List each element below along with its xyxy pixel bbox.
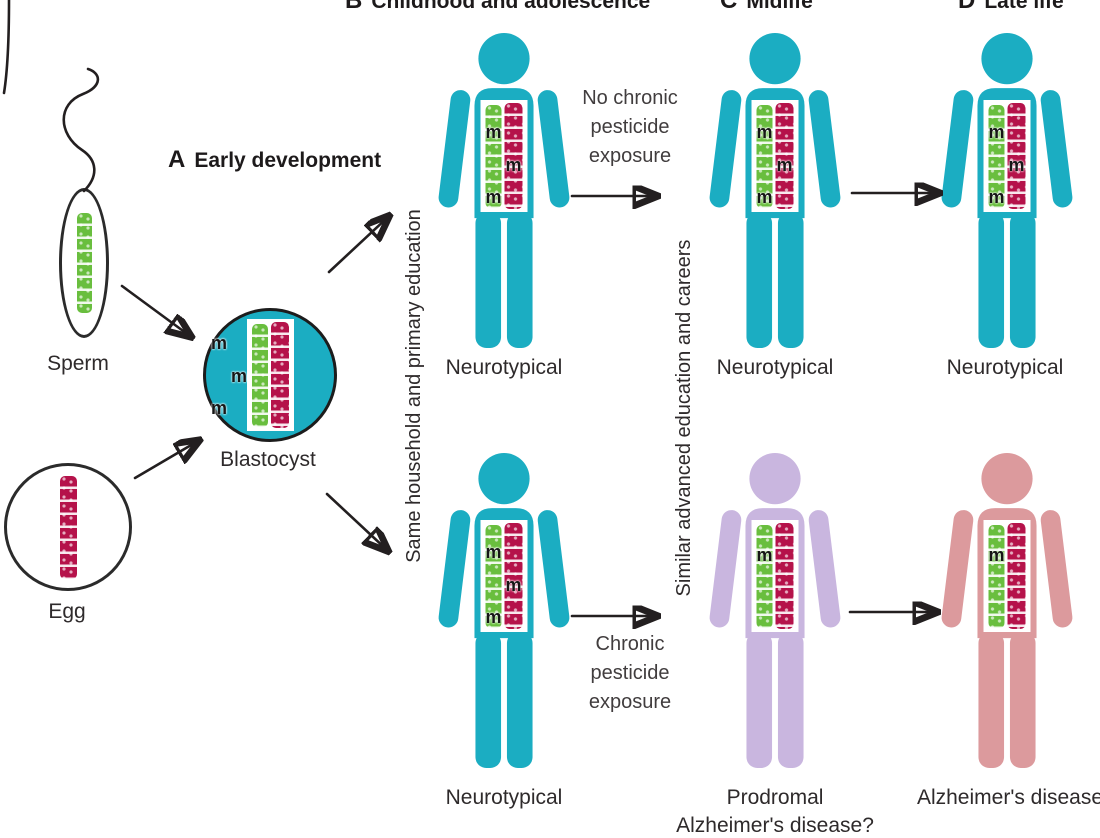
note-line: pesticide (590, 662, 670, 684)
methylation-mark: m (756, 545, 773, 565)
methylation-mark: m (485, 607, 502, 627)
twin2-midlife-figure: m (705, 453, 845, 768)
egg-label: Egg (48, 600, 86, 623)
chromosome-pair: m m m (480, 100, 528, 212)
twin1-latelife-label: Neurotypical (946, 356, 1064, 379)
chromosome-pair: m (751, 520, 799, 632)
panel-c-header: C Midlife (720, 0, 813, 15)
shared-childhood-label: Same household and primary education (403, 209, 425, 563)
panel-b-letter: B (345, 0, 363, 14)
panel-d-header: D Late life (958, 0, 1064, 15)
methylation-mark: m (988, 545, 1005, 565)
panel-a-title: Early development (194, 149, 382, 172)
note-line: Chronic (595, 633, 665, 655)
blastocyst-icon: m m m (203, 308, 337, 442)
paternal-chromatid-icon (988, 104, 1005, 208)
paternal-chromatid-icon (485, 104, 502, 208)
twin1-childhood-label: Neurotypical (445, 356, 563, 379)
panel-b-title: Childhood and adolescence (371, 0, 651, 13)
twin2-midlife-label-line1: Prodromal (726, 786, 824, 809)
paternal-chromatid-icon (76, 213, 92, 313)
twin2-midlife-label-line2: Alzheimer's disease? (676, 814, 874, 837)
methylation-mark: m (776, 155, 793, 175)
methylation-mark: m (756, 122, 773, 142)
paternal-chromatid-icon (485, 524, 502, 628)
methylation-mark: m (988, 122, 1005, 142)
maternal-chromatid-icon (59, 475, 77, 579)
chromosome-pair: m m m (751, 100, 799, 212)
methylation-mark: m (485, 122, 502, 142)
maternal-chromatid-icon (270, 322, 289, 428)
no-pesticide-exposure-note: No chronic pesticide exposure (555, 84, 705, 171)
twin1-midlife-label: Neurotypical (716, 356, 834, 379)
twin2-latelife-label: Alzheimer's disease (916, 786, 1100, 809)
panel-d-letter: D (958, 0, 976, 14)
blastocyst-label: Blastocyst (220, 448, 316, 471)
twin2-latelife-figure: m (937, 453, 1077, 768)
maternal-chromatid-icon (504, 523, 523, 629)
methylation-mark: m (485, 542, 502, 562)
chromosome-pair: m m m (983, 100, 1031, 212)
methylation-mark: m (485, 187, 502, 207)
sperm-label: Sperm (47, 352, 109, 375)
chronic-pesticide-exposure-note: Chronic pesticide exposure (555, 630, 705, 717)
panel-a-header: A Early development (168, 146, 381, 174)
twin1-latelife-figure: m m m (937, 33, 1077, 348)
chromosome-pair: m (983, 520, 1031, 632)
twin1-midlife-figure: m m m (705, 33, 845, 348)
note-line: exposure (588, 145, 672, 167)
note-line: No chronic (582, 87, 678, 109)
paternal-chromatid-icon (756, 104, 773, 208)
maternal-chromatid-icon (504, 103, 523, 209)
methylation-mark: m (756, 187, 773, 207)
egg-cell-icon (4, 463, 132, 591)
methylation-mark: m (211, 398, 228, 418)
maternal-chromatid-icon (775, 523, 794, 629)
panel-b-header: B Childhood and adolescence (345, 0, 650, 15)
paternal-chromatid-icon (756, 524, 773, 628)
arrow-blastocyst-to-twin2 (325, 492, 387, 550)
arrow-sperm-to-blastocyst (120, 284, 190, 336)
maternal-chromatid-icon (775, 103, 794, 209)
panel-c-title: Midlife (746, 0, 813, 13)
methylation-mark: m (988, 187, 1005, 207)
paternal-chromatid-icon (251, 323, 268, 427)
arrow-blastocyst-to-twin1 (327, 217, 388, 274)
panel-c-letter: C (720, 0, 738, 14)
note-line: exposure (588, 691, 672, 713)
maternal-chromatid-icon (1007, 103, 1026, 209)
clipped-edge-stroke (2, 0, 11, 95)
maternal-chromatid-icon (1007, 523, 1026, 629)
methylation-mark: m (505, 575, 522, 595)
sperm-tail-icon (62, 67, 100, 193)
methylation-mark: m (505, 155, 522, 175)
sperm-cell-icon (59, 188, 109, 338)
paternal-chromatid-icon (988, 524, 1005, 628)
panel-a-letter: A (168, 146, 186, 173)
panel-d-title: Late life (984, 0, 1064, 13)
chromosome-pair: m m m (480, 520, 528, 632)
twin2-childhood-figure: m m m (434, 453, 574, 768)
methylation-mark: m (211, 333, 228, 353)
chromosome-pair: m m m (211, 319, 294, 431)
twin2-childhood-label: Neurotypical (445, 786, 563, 809)
twin1-childhood-figure: m m m (434, 33, 574, 348)
note-line: pesticide (590, 116, 670, 138)
shared-adulthood-label: Similar advanced education and careers (673, 239, 695, 597)
methylation-mark: m (1008, 155, 1025, 175)
methylation-mark: m (231, 366, 248, 386)
